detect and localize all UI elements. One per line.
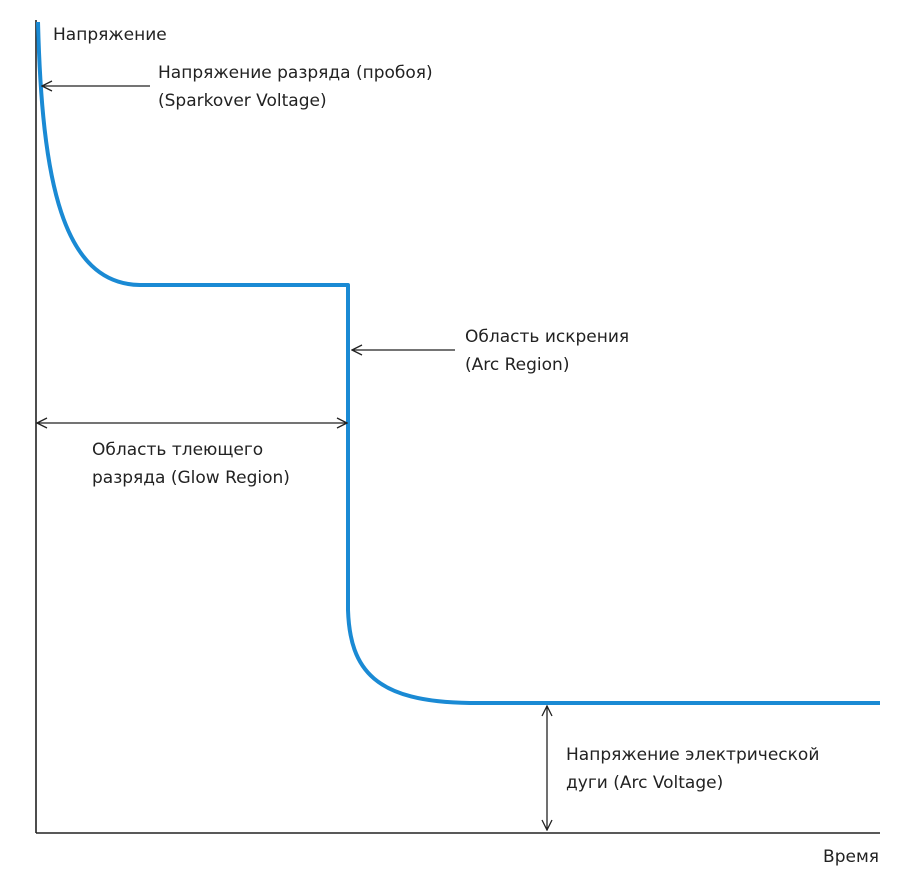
y-axis-label: Напряжение xyxy=(53,25,167,45)
glow-region-label-line2: разряда (Glow Region) xyxy=(92,468,290,488)
glow-region-label-line1: Область тлеющего xyxy=(92,440,263,460)
arc-region-label-line1: Область искрения xyxy=(465,327,629,347)
sparkover-label-line2: (Sparkover Voltage) xyxy=(158,91,327,111)
voltage-curve xyxy=(36,21,880,705)
x-axis-label: Время xyxy=(823,847,879,867)
arc-voltage-label-line1: Напряжение электрической xyxy=(566,745,819,765)
arc-region-label-line2: (Arc Region) xyxy=(465,355,569,375)
sparkover-label-line1: Напряжение разряда (пробоя) xyxy=(158,63,433,83)
arc-voltage-label-line2: дуги (Arc Voltage) xyxy=(566,773,723,793)
